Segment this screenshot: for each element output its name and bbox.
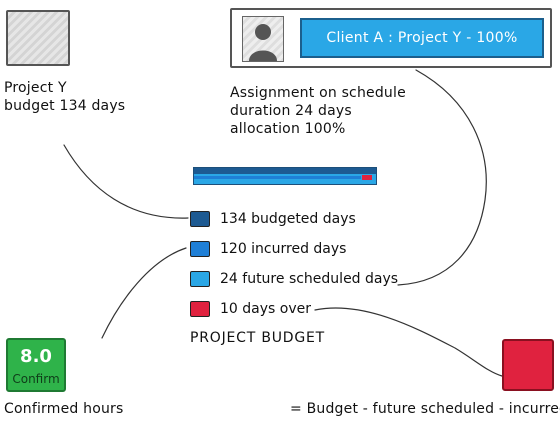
legend-row-incurred: 120 incurred days xyxy=(190,241,346,257)
project-note: Project Y budget 134 days xyxy=(4,79,125,115)
user-silhouette-icon xyxy=(249,24,277,61)
legend-row-over: 10 days over xyxy=(190,301,311,317)
legend-label-future: 24 future scheduled days xyxy=(220,271,399,287)
legend-label-budgeted: 134 budgeted days xyxy=(220,211,356,227)
assignment-note: Assignment on schedule duration 24 days … xyxy=(230,84,406,138)
legend-swatch-over xyxy=(190,301,210,317)
assignment-note-line3: allocation 100% xyxy=(230,121,346,137)
project-budget-title: PROJECT BUDGET xyxy=(190,330,326,346)
budget-bar-incurred-band xyxy=(194,176,362,179)
assignment-note-line1: Assignment on schedule xyxy=(230,85,406,101)
assignment-note-line2: duration 24 days xyxy=(230,103,352,119)
budget-bar-over-marker xyxy=(362,175,372,180)
legend-label-over: 10 days over xyxy=(220,301,311,317)
legend-swatch-budgeted xyxy=(190,211,210,227)
confirm-chip[interactable]: 8.0 Confirm xyxy=(6,338,66,392)
budget-bar xyxy=(193,167,377,185)
confirmed-hours-caption: Confirmed hours xyxy=(4,401,124,417)
assignment-card: Client A : Project Y - 100% xyxy=(230,8,552,68)
legend-row-budgeted: 134 budgeted days xyxy=(190,211,356,227)
legend-swatch-incurred xyxy=(190,241,210,257)
budget-bar-top-band xyxy=(194,168,376,174)
client-banner[interactable]: Client A : Project Y - 100% xyxy=(300,18,544,58)
client-banner-text: Client A : Project Y - 100% xyxy=(326,30,518,46)
legend-label-incurred: 120 incurred days xyxy=(220,241,347,257)
legend-swatch-future xyxy=(190,271,210,287)
over-budget-chip xyxy=(502,339,554,391)
project-placeholder-image xyxy=(6,10,70,66)
avatar xyxy=(242,16,284,62)
project-note-line1: Project Y xyxy=(4,80,67,96)
confirm-chip-status: Confirm xyxy=(12,372,60,386)
project-note-line2: budget 134 days xyxy=(4,98,126,114)
confirm-chip-value: 8.0 xyxy=(20,346,52,367)
formula-caption: = Budget - future scheduled - incurred xyxy=(290,401,560,417)
legend-row-future: 24 future scheduled days xyxy=(190,271,398,287)
